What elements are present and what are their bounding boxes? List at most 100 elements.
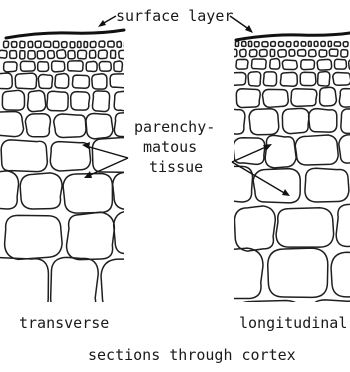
longitudinal-cell xyxy=(234,206,275,251)
transverse-cell xyxy=(92,74,107,89)
longitudinal-cell xyxy=(333,73,350,86)
longitudinal-cell xyxy=(317,59,331,70)
longitudinal-cell xyxy=(254,42,259,47)
transverse-cell xyxy=(25,114,50,137)
transverse-cell xyxy=(114,61,123,72)
longitudinal-cell xyxy=(262,89,288,107)
longitudinal-cell xyxy=(334,59,346,69)
surface-line-right xyxy=(236,33,350,40)
transverse-cell xyxy=(119,50,128,58)
longitudinal-cell xyxy=(282,60,297,69)
transverse-cell xyxy=(57,50,66,59)
longitudinal-cell xyxy=(318,71,330,86)
tissue-label-line1: parenchy- xyxy=(134,118,215,136)
longitudinal-cell xyxy=(240,49,246,56)
transverse-cell xyxy=(114,91,133,111)
longitudinal-cell xyxy=(309,50,316,57)
transverse-cell xyxy=(10,51,17,59)
transverse-cell xyxy=(54,114,86,137)
longitudinal-cell xyxy=(236,89,260,108)
longitudinal-cell xyxy=(248,41,251,46)
longitudinal-cell xyxy=(341,50,348,57)
transverse-cell xyxy=(124,41,128,47)
transverse-cell xyxy=(51,257,99,314)
longitudinal-cell xyxy=(253,169,300,203)
longitudinal-cell xyxy=(289,50,295,57)
transverse-cell xyxy=(38,74,52,88)
transverse-cell xyxy=(101,259,160,313)
longitudinal-cell xyxy=(280,72,297,86)
longitudinal-cell xyxy=(271,42,276,47)
longitudinal-cell xyxy=(249,109,279,135)
longitudinal-cell xyxy=(321,41,325,46)
transverse-cell xyxy=(72,75,89,88)
transverse-cell xyxy=(53,41,59,47)
longitudinal-cell xyxy=(252,59,267,69)
longitudinal-cell xyxy=(308,41,311,46)
longitudinal-cell xyxy=(270,49,274,56)
transverse-cell xyxy=(20,41,25,48)
transverse-cell xyxy=(114,211,183,255)
longitudinal-cell xyxy=(276,208,334,247)
transverse-cell xyxy=(63,174,112,214)
longitudinal-label: longitudinal xyxy=(239,314,347,332)
transverse-cell xyxy=(67,212,115,260)
longitudinal-cell xyxy=(301,42,306,47)
transverse-cell xyxy=(1,140,47,172)
transverse-cell xyxy=(0,111,24,136)
longitudinal-cell xyxy=(301,60,315,70)
transverse-label: transverse xyxy=(19,314,109,332)
transverse-cell xyxy=(11,42,16,48)
longitudinal-cell xyxy=(339,134,350,165)
tissue-label-line2: matous xyxy=(143,138,197,156)
transverse-cell xyxy=(61,42,67,48)
transverse-cell xyxy=(47,91,68,111)
transverse-cell xyxy=(84,42,88,48)
longitudinal-cell xyxy=(268,248,328,297)
longitudinal-cell xyxy=(265,135,296,167)
transverse-cell xyxy=(20,173,62,209)
longitudinal-cell xyxy=(235,41,238,46)
longitudinal-cell xyxy=(298,50,306,57)
transverse-cell xyxy=(108,41,114,47)
transverse-cell xyxy=(99,62,111,72)
longitudinal-cell xyxy=(329,49,338,56)
transverse-cell xyxy=(86,114,113,139)
transverse-cell xyxy=(20,51,25,59)
longitudinal-cell xyxy=(319,50,327,57)
longitudinal-cell xyxy=(233,138,265,165)
longitudinal-cell xyxy=(231,49,237,56)
transverse-cell xyxy=(35,41,41,48)
longitudinal-cell xyxy=(286,42,291,47)
diagram-caption: sections through cortex xyxy=(88,346,296,364)
longitudinal-cell xyxy=(278,42,283,47)
transverse-cell xyxy=(0,50,7,58)
transverse-cell xyxy=(86,61,97,71)
transverse-cell xyxy=(90,50,96,58)
longitudinal-cell xyxy=(331,252,350,297)
transverse-cell xyxy=(127,62,140,71)
transverse-cell xyxy=(92,137,132,172)
surface-arrow-left xyxy=(98,16,116,27)
transverse-cell xyxy=(68,61,83,72)
longitudinal-cell xyxy=(341,109,350,134)
longitudinal-cell xyxy=(309,109,337,133)
longitudinal-cell xyxy=(305,168,349,202)
transverse-cell xyxy=(0,171,19,209)
longitudinal-cell xyxy=(291,89,317,107)
transverse-cell xyxy=(77,41,81,47)
longitudinal-cell xyxy=(242,41,246,46)
transverse-cell xyxy=(0,257,48,315)
transverse-cell xyxy=(117,41,121,47)
transverse-cell xyxy=(37,51,44,59)
transverse-cell xyxy=(113,171,167,210)
transverse-cell xyxy=(78,50,87,59)
transverse-cell xyxy=(5,215,63,259)
transverse-cell xyxy=(15,73,36,89)
longitudinal-cell xyxy=(248,72,261,86)
transverse-cell xyxy=(98,50,107,59)
longitudinal-cell xyxy=(328,41,331,46)
transverse-cell xyxy=(4,62,17,72)
transverse-cell xyxy=(2,90,24,110)
